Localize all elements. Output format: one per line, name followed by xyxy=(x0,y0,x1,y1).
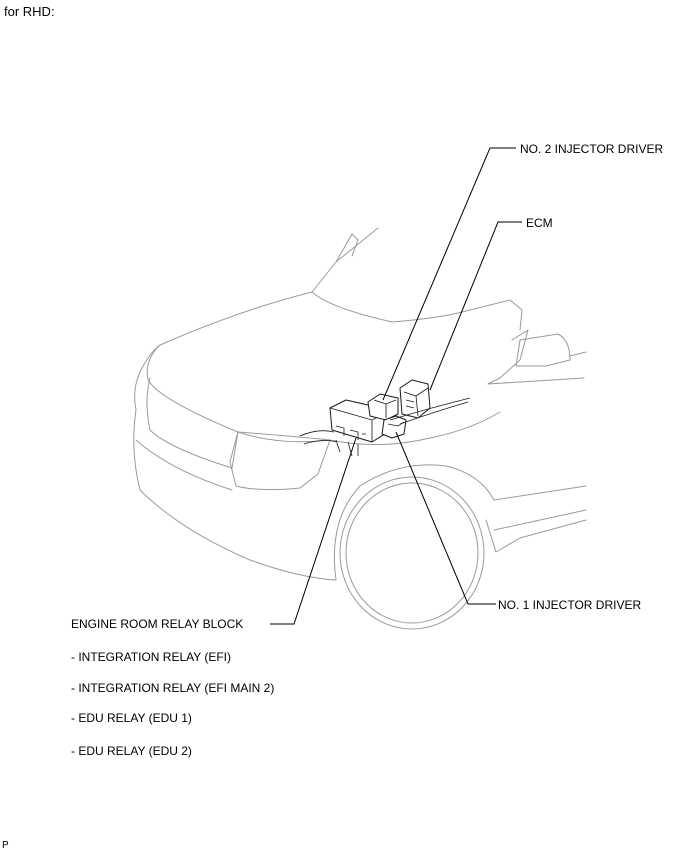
relay-list-item: - EDU RELAY (EDU 2) xyxy=(71,744,192,758)
no1-injector-driver-part xyxy=(381,415,407,439)
leader-no1-injector-driver xyxy=(395,431,496,605)
relay-list-item: - INTEGRATION RELAY (EFI) xyxy=(71,650,232,664)
no2-injector-driver-part xyxy=(367,393,399,421)
relay-list-item: - INTEGRATION RELAY (EFI MAIN 2) xyxy=(71,681,275,695)
label-engine-room-relay-block: ENGINE ROOM RELAY BLOCK xyxy=(71,617,244,631)
ecm-part xyxy=(399,379,431,419)
label-no1-injector-driver: NO. 1 INJECTOR DRIVER xyxy=(498,598,642,612)
leader-engine-room-relay-block xyxy=(270,437,357,625)
leader-ecm xyxy=(429,221,522,391)
vehicle-outline xyxy=(133,227,587,630)
wiring-harness xyxy=(389,397,471,425)
label-no2-injector-driver: NO. 2 INJECTOR DRIVER xyxy=(520,142,664,156)
page-title: for RHD: xyxy=(4,4,55,19)
figure-code: P xyxy=(2,840,9,851)
relay-list-item: - EDU RELAY (EDU 1) xyxy=(71,711,192,725)
leader-no2-injector-driver xyxy=(382,147,516,401)
label-ecm: ECM xyxy=(526,216,553,230)
